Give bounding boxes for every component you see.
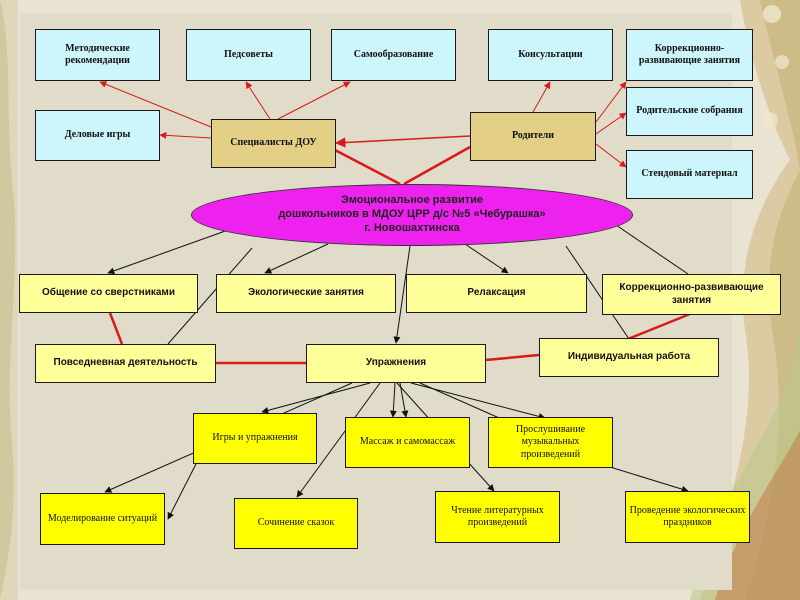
connector-parents-stand	[595, 143, 627, 168]
connector-ellipse-relaxation	[464, 243, 509, 274]
connector-ellipse-parents	[403, 145, 471, 186]
parents-hub-box: Родители	[470, 112, 596, 161]
connector-extra-situations	[167, 459, 199, 520]
connector-specialists-methodical	[99, 81, 212, 128]
connector-ellipse-specialists	[332, 147, 401, 186]
connector-ellipse-correctional	[615, 224, 689, 275]
massage-box: Массаж и самомассаж	[345, 417, 470, 468]
connector-specialists-business	[159, 131, 212, 139]
parent-correctional-box: Коррекционно-развивающие занятия	[626, 29, 753, 81]
connector-parents-meetings	[595, 112, 627, 135]
central-topic-line3: г. Новошахтинска	[364, 221, 460, 234]
central-topic-line1: Эмоциональное развитие	[340, 194, 484, 207]
connector-ellipse-exercises	[393, 245, 411, 344]
connector-exercises-massage	[389, 382, 397, 418]
stand-material-box: Стендовый материал	[626, 150, 753, 199]
business-games-box: Деловые игры	[35, 110, 160, 161]
connector-correctional-individual	[627, 312, 691, 341]
connector-peers-everyday	[108, 312, 124, 345]
central-topic-line2: дошкольников в МДОУ ЦРР д/с №5 «Чебурашк…	[278, 208, 546, 221]
connector-extra-eco	[609, 466, 689, 493]
parent-meetings-box: Родительские собрания	[626, 87, 753, 136]
central-topic-ellipse: Эмоциональное развитие дошкольников в МД…	[191, 184, 633, 246]
fairy-tale-writing-box: Сочинение сказок	[234, 498, 358, 549]
connector-ellipse-peers	[107, 229, 229, 275]
specialists-hub-box: Специалисты ДОУ	[211, 119, 336, 168]
exercises-box: Упражнения	[306, 344, 486, 383]
connector-ellipse-ecology	[264, 243, 329, 274]
literary-reading-box: Чтение литературных произведений	[435, 491, 560, 543]
self-education-box: Самообразование	[331, 29, 456, 81]
relaxation-box: Релаксация	[406, 274, 587, 313]
connector-specialists-selfedu	[277, 81, 351, 120]
connector-individual-exercises	[485, 353, 540, 362]
connector-exercises-games	[261, 382, 371, 414]
direction-correctional-box: Коррекционно-развивающие занятия	[602, 274, 781, 315]
eco-holidays-box: Проведение экологических праздников	[625, 491, 750, 543]
consultations-box: Консультации	[488, 29, 613, 81]
connector-hubs	[334, 135, 471, 148]
teacher-councils-box: Педсоветы	[186, 29, 311, 81]
peer-communication-box: Общение со сверстниками	[19, 274, 198, 313]
connector-parents-consult	[532, 81, 551, 113]
situation-modeling-box: Моделирование ситуаций	[40, 493, 165, 545]
connector-specialists-councils	[245, 81, 271, 120]
connector-ellipse-everyday	[167, 247, 253, 345]
connector-parents-correctional	[595, 81, 627, 123]
methodical-recommendations-box: Методические рекомендации	[35, 29, 160, 81]
connector-exercises-fairy	[296, 382, 381, 498]
individual-work-box: Индивидуальная работа	[539, 338, 719, 377]
connector-exercises-music-short	[399, 382, 409, 418]
connector-ellipse-individual	[565, 245, 630, 340]
music-listening-box: Прослушивание музыкальных произведений	[488, 417, 613, 468]
ecology-classes-box: Экологические занятия	[216, 274, 396, 313]
everyday-activity-box: Повседневная деятельность	[35, 344, 216, 383]
games-exercises-box: Игры и упражнения	[193, 413, 317, 464]
